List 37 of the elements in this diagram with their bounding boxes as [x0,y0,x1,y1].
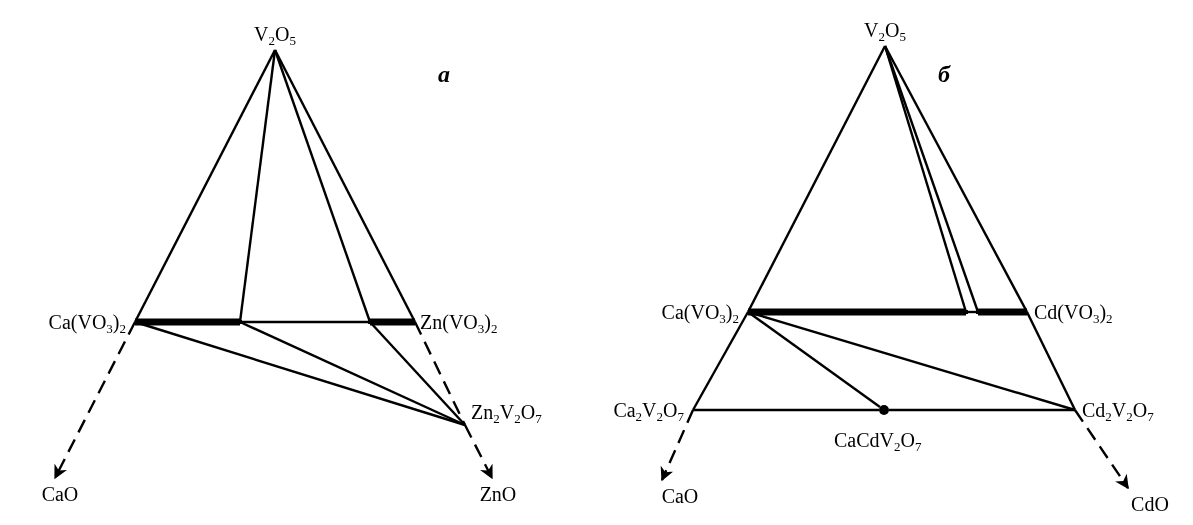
dashed-arrow [660,409,695,482]
tie-line [746,45,887,313]
tie-line [1025,311,1077,411]
tie-line [889,408,1075,412]
composition-dot [879,405,889,415]
formula-label: CaCdV$_{2}$O$_{7}$ [834,430,922,450]
junction-point [964,310,968,314]
junction-point [368,320,372,324]
junction-point [238,320,242,324]
dashed-arrow [1074,409,1129,490]
formula-label: CdO [1120,488,1180,520]
tie-line [239,320,466,427]
panel-label: а [438,62,450,86]
formula-label: Ca(VO$_{3}$)$_{2}$ [30,308,135,336]
formula-label: ZnO [468,478,528,510]
tie-line [273,49,417,323]
dashed-arrow [463,424,494,480]
formula-label: Ca$_{2}$V$_{2}$O$_{7}$ [578,396,693,424]
panel-label: б [938,62,950,86]
formula-label: Zn$_{2}$V$_{2}$O$_{7}$ [466,398,576,426]
formula-label: Cd$_{2}$V$_{2}$O$_{7}$ [1077,396,1189,424]
tie-line [240,320,370,324]
dashed-line [413,321,467,426]
formula-label: CaO [30,478,90,510]
formula-label: CaO [650,480,710,512]
dashed-arrow [53,321,137,480]
junction-point [976,310,980,314]
tie-line [693,408,879,412]
tie-line [691,311,750,411]
formula-label: Ca(VO$_{3}$)$_{2}$ [640,298,748,326]
tie-line [883,45,1029,313]
tie-line [133,49,277,323]
formula-label: V$_{2}$O$_{5}$ [855,14,915,46]
formula-label: Cd(VO$_{3}$)$_{2}$ [1029,298,1144,326]
formula-label: Zn(VO$_{3}$)$_{2}$ [415,308,525,336]
formula-label: V$_{2}$O$_{5}$ [245,18,305,50]
tie-line [238,49,277,323]
